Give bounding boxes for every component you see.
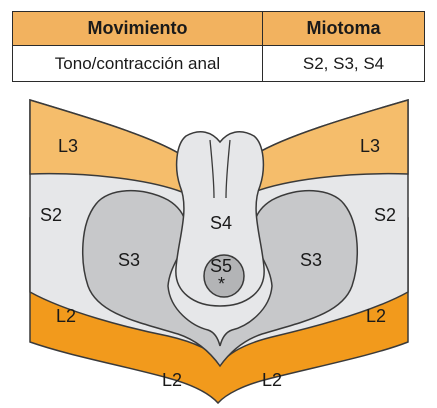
label-s4: S4 — [210, 213, 232, 233]
table-header-row: Movimiento Miotoma — [12, 11, 425, 46]
label-l3-right: L3 — [360, 136, 380, 156]
table-row: Tono/contracción anal S2, S3, S4 — [12, 45, 425, 82]
label-s2-left: S2 — [40, 205, 62, 225]
label-s3-right: S3 — [300, 250, 322, 270]
label-s2-right: S2 — [374, 205, 396, 225]
cell-movement: Tono/contracción anal — [12, 45, 263, 82]
cleft-line — [209, 139, 215, 199]
label-l2-bottom-right: L2 — [262, 370, 282, 390]
region-s5 — [203, 254, 245, 298]
cell-myotome: S2, S3, S4 — [262, 45, 425, 82]
cleft-line — [225, 139, 231, 199]
label-s5: S5 — [210, 256, 232, 276]
header-movement: Movimiento — [12, 11, 263, 46]
region-s4 — [175, 130, 265, 307]
label-l3-left: L3 — [58, 136, 78, 156]
label-l2-right: L2 — [366, 306, 386, 326]
label-l2-bottom-left: L2 — [162, 370, 182, 390]
header-myotome: Miotoma — [262, 11, 425, 46]
label-l2-left: L2 — [56, 306, 76, 326]
myotome-table: Movimiento Miotoma Tono/contracción anal… — [12, 11, 425, 82]
label-s3-left: S3 — [118, 250, 140, 270]
asterisk-marker: * — [218, 274, 225, 294]
